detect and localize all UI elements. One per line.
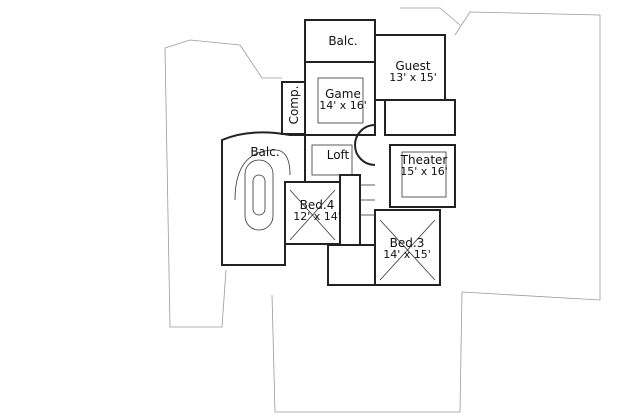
interior-details — [234, 77, 447, 281]
room-theater-size: 15' x 16' — [400, 165, 448, 178]
room-bed4-size: 12' x 14' — [293, 210, 341, 223]
room-balc-left-label: Balc. — [250, 145, 279, 159]
room-bed4-label: Bed.4 — [300, 198, 335, 212]
room-game-size: 14' x 16' — [319, 99, 367, 112]
room-theater-label: Theater — [400, 153, 448, 167]
room-game-label: Game — [325, 87, 361, 101]
room-balc-top-label: Balc. — [328, 34, 357, 48]
walls — [221, 19, 456, 286]
room-bed3-size: 14' x 15' — [383, 248, 431, 261]
room-loft-label: Loft — [327, 148, 350, 162]
room-bed3-label: Bed.3 — [390, 236, 425, 250]
room-guest-size: 13' x 15' — [389, 71, 437, 84]
lower-floor-outline — [164, 7, 601, 413]
room-comp-label: Comp. — [287, 86, 301, 125]
room-guest-label: Guest — [395, 59, 431, 73]
room-labels: Balc. Guest 13' x 15' Game 14' x 16' Com… — [250, 34, 447, 261]
